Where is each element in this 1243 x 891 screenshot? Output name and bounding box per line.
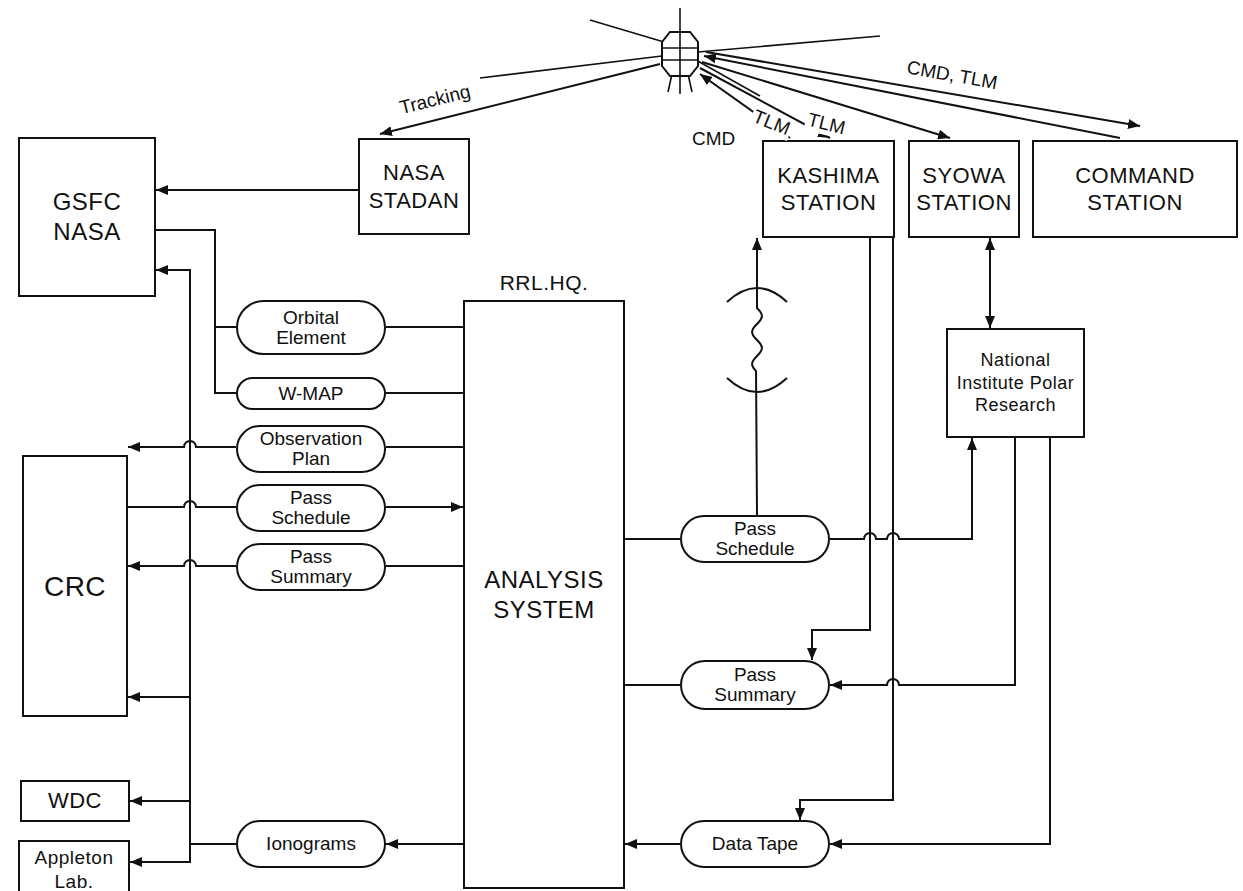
connector bbox=[625, 538, 680, 540]
node-text: Appleton Lab. bbox=[26, 846, 122, 891]
station-box: SYOWA STATION bbox=[908, 140, 1020, 238]
connector bbox=[128, 560, 236, 566]
data-pill: W-MAP bbox=[236, 377, 386, 410]
system-box: RRL.HQ.ANALYSIS SYSTEM bbox=[463, 300, 625, 889]
node-text: WDC bbox=[48, 787, 102, 815]
antenna bbox=[698, 36, 880, 52]
node-text: Data Tape bbox=[712, 834, 798, 854]
antenna bbox=[679, 8, 681, 32]
node-text: Pass Summary bbox=[694, 665, 816, 705]
data-pill: Observation Plan bbox=[236, 425, 386, 473]
node-text: Orbital Element bbox=[250, 308, 372, 348]
tracking-link bbox=[380, 64, 660, 134]
connector bbox=[128, 441, 236, 447]
connector bbox=[830, 438, 972, 539]
agency-box: GSFC NASA bbox=[18, 137, 156, 297]
node-text: National Institute Polar Research bbox=[954, 349, 1077, 417]
link-label: CMD, TLM bbox=[903, 56, 1001, 94]
connector bbox=[156, 230, 236, 327]
archive-box: WDC bbox=[20, 780, 130, 822]
link-label: TLM bbox=[748, 105, 795, 141]
node-text: COMMAND STATION bbox=[1040, 162, 1230, 217]
data-pill: Ionograms bbox=[236, 820, 386, 868]
node-text: Ionograms bbox=[266, 834, 356, 854]
data-pill: Pass Schedule bbox=[236, 484, 386, 532]
connector bbox=[386, 843, 463, 845]
connector bbox=[128, 501, 236, 507]
connector bbox=[386, 326, 463, 328]
data-pill: Data Tape bbox=[680, 820, 830, 868]
station-box: NASA STADAN bbox=[358, 138, 470, 235]
connector bbox=[625, 843, 680, 845]
center-box: CRC bbox=[22, 455, 128, 717]
connector bbox=[812, 238, 870, 660]
connector bbox=[156, 270, 236, 844]
node-text: Pass Schedule bbox=[694, 519, 816, 559]
node-text: GSFC NASA bbox=[26, 187, 148, 247]
data-pill: Orbital Element bbox=[236, 300, 386, 355]
node-text: Pass Summary bbox=[250, 547, 372, 587]
node-text: Pass Schedule bbox=[250, 488, 372, 528]
node-heading: RRL.HQ. bbox=[465, 270, 623, 296]
data-pill: Pass Summary bbox=[236, 543, 386, 591]
antenna bbox=[590, 20, 664, 42]
node-text: ANALYSIS SYSTEM bbox=[471, 565, 617, 625]
data-pill: Pass Summary bbox=[680, 660, 830, 710]
node-text: Observation Plan bbox=[250, 429, 372, 469]
connector bbox=[156, 189, 358, 191]
connector bbox=[386, 392, 463, 394]
node-text: KASHIMA STATION bbox=[770, 162, 887, 217]
node-text: W-MAP bbox=[278, 384, 343, 404]
connector bbox=[989, 238, 991, 328]
satellite-body bbox=[662, 32, 698, 76]
connector bbox=[752, 238, 762, 515]
lab-box: Appleton Lab. bbox=[18, 840, 130, 891]
connector bbox=[386, 506, 463, 508]
link-label: CMD bbox=[690, 128, 737, 150]
satellite-body bbox=[679, 32, 681, 76]
node-text: NASA STADAN bbox=[366, 159, 462, 214]
connector bbox=[386, 446, 463, 448]
connector bbox=[386, 565, 463, 567]
station-box: KASHIMA STATION bbox=[762, 140, 895, 238]
link-label: TLM bbox=[803, 108, 849, 140]
connector bbox=[130, 801, 236, 844]
link-label: Tracking bbox=[395, 80, 474, 120]
station-box: COMMAND STATION bbox=[1032, 140, 1238, 238]
connector bbox=[130, 844, 236, 862]
connector bbox=[830, 438, 1050, 844]
node-text: CRC bbox=[44, 569, 106, 604]
institute-box: National Institute Polar Research bbox=[946, 328, 1085, 438]
connector bbox=[128, 697, 236, 844]
antenna bbox=[480, 56, 662, 78]
connector bbox=[156, 230, 236, 393]
connector bbox=[830, 438, 1015, 685]
connector bbox=[625, 684, 680, 686]
node-text: SYOWA STATION bbox=[916, 162, 1012, 217]
data-pill: Pass Schedule bbox=[680, 515, 830, 563]
